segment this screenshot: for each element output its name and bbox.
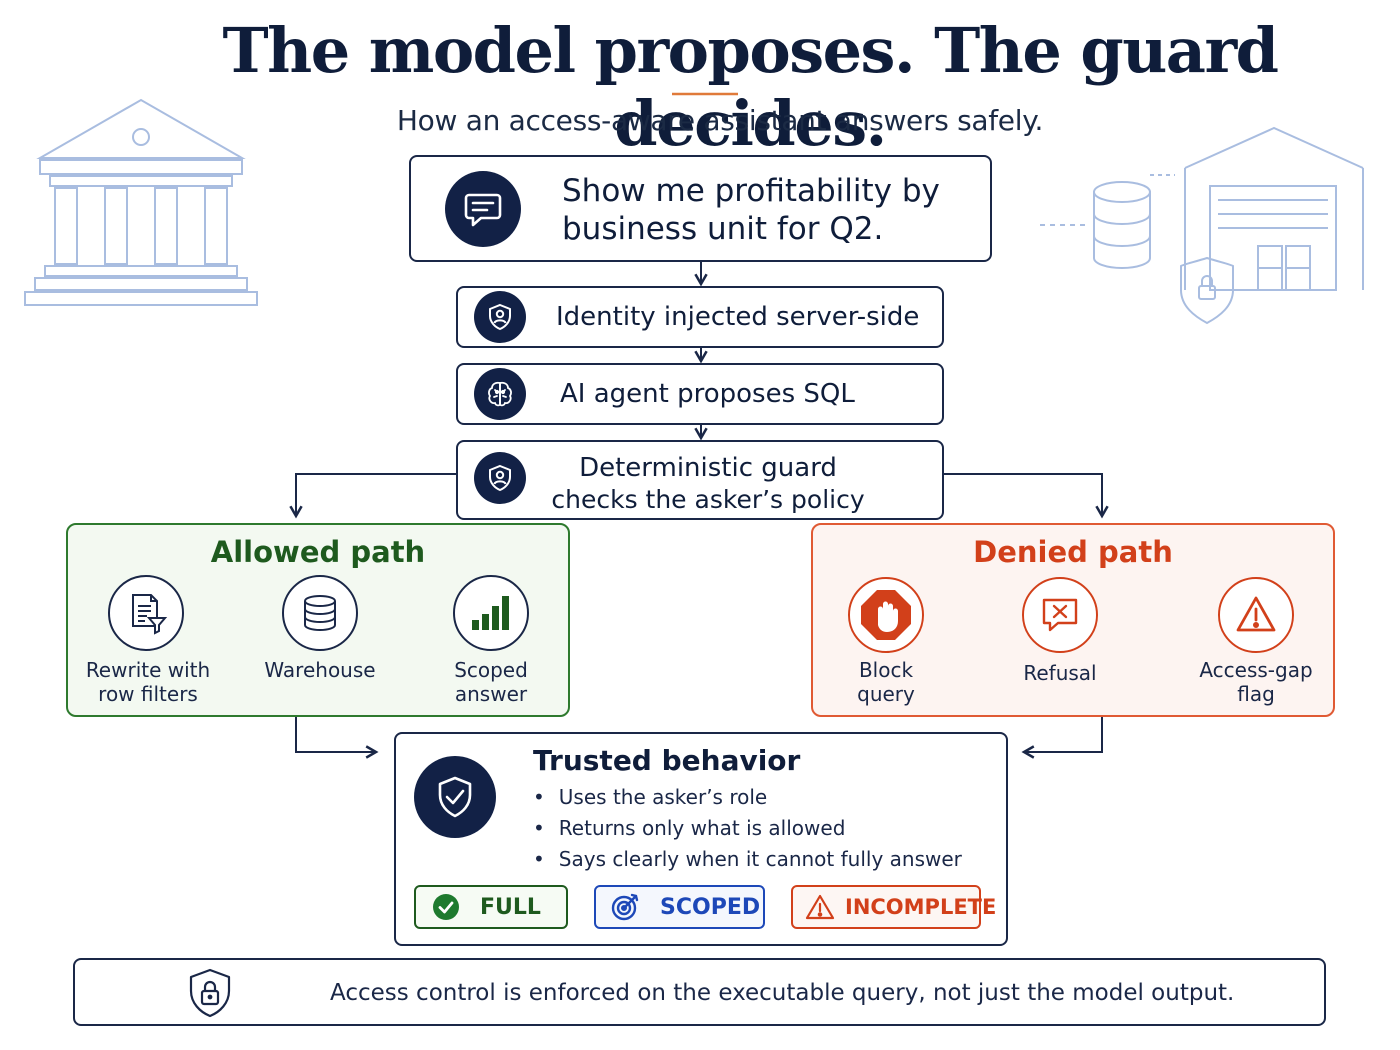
denied-node-3-label: Access-gap flag xyxy=(1182,658,1330,706)
step-identity-box: Identity injected server-side xyxy=(456,286,944,348)
step-guard-box: Deterministic guard checks the asker’s p… xyxy=(456,440,944,520)
footer-box xyxy=(73,958,1326,1026)
allowed-node-2-label: Warehouse xyxy=(246,658,394,682)
shield-check-icon xyxy=(414,756,496,838)
allowed-node-3-line-1: Scoped xyxy=(454,658,528,682)
badge-full: FULL xyxy=(414,885,568,929)
question-text: Show me profitability by business unit f… xyxy=(562,172,940,248)
trusted-behavior-title: Trusted behavior xyxy=(533,744,801,777)
warning-triangle-icon xyxy=(805,893,835,921)
check-circle-icon xyxy=(432,893,460,921)
badge-incomplete-label: INCOMPLETE xyxy=(845,895,997,919)
list-item: Returns only what is allowed xyxy=(533,813,962,844)
document-filter-icon xyxy=(108,575,184,651)
trusted-behavior-list: Uses the asker’s role Returns only what … xyxy=(533,782,962,875)
allowed-node-3-label: Scoped answer xyxy=(417,658,565,706)
allowed-node-1-line-1: Rewrite with xyxy=(85,658,211,682)
allowed-path-panel: Allowed path Rewrite with row filters Wa… xyxy=(66,523,570,717)
allowed-node-1-label: Rewrite with row filters xyxy=(74,658,222,706)
question-line-2: business unit for Q2. xyxy=(562,211,884,247)
connector-allowed-trusted xyxy=(295,717,379,759)
connector-denied-trusted xyxy=(1021,717,1103,759)
question-box xyxy=(409,155,992,262)
denied-node-1-label: Block query xyxy=(812,658,960,706)
denied-node-1-line-2: query xyxy=(857,682,915,706)
bank-building-icon xyxy=(24,98,258,306)
target-icon xyxy=(610,892,640,922)
badge-incomplete: INCOMPLETE xyxy=(791,885,996,929)
denied-node-2-label: Refusal xyxy=(986,661,1134,685)
connector-guard-denied xyxy=(944,473,1109,519)
brain-icon xyxy=(474,368,526,420)
list-item: Uses the asker’s role xyxy=(533,782,962,813)
allowed-node-2-line-1: Warehouse xyxy=(264,658,376,682)
message-x-icon xyxy=(1022,577,1098,653)
database-icon xyxy=(282,575,358,651)
allowed-path-title: Allowed path xyxy=(210,535,426,569)
denied-node-3-line-1: Access-gap xyxy=(1199,658,1313,682)
badge-scoped-label: SCOPED xyxy=(660,894,761,920)
step-identity-label: Identity injected server-side xyxy=(556,302,920,332)
badge-full-label: FULL xyxy=(480,894,541,920)
allowed-node-1-line-2: row filters xyxy=(98,682,198,706)
step-guard-label: Deterministic guard checks the asker’s p… xyxy=(548,452,868,516)
step-guard-line-1: Deterministic guard xyxy=(579,453,837,483)
step-agent-label: AI agent proposes SQL xyxy=(560,379,855,409)
guard-shield-icon xyxy=(474,452,526,504)
chat-bubble-icon xyxy=(445,171,521,247)
badge-scoped: SCOPED xyxy=(594,885,765,929)
denied-path-panel: Denied path Block query Refusal Access-g… xyxy=(811,523,1335,717)
allowed-node-3-line-2: answer xyxy=(454,682,528,706)
bar-chart-icon xyxy=(453,575,529,651)
denied-node-2-line-1: Refusal xyxy=(1023,661,1097,685)
list-item: Says clearly when it cannot fully answer xyxy=(533,844,962,875)
lock-shield-icon xyxy=(185,966,235,1024)
connector-guard-allowed xyxy=(289,473,458,519)
step-agent-box: AI agent proposes SQL xyxy=(456,363,944,425)
warehouse-database-icon xyxy=(1040,126,1364,325)
footer-text: Access control is enforced on the execut… xyxy=(330,980,1235,1006)
page-title: The model proposes. The guard decides. xyxy=(222,14,1279,160)
denied-node-1-line-1: Block xyxy=(858,658,914,682)
denied-path-title: Denied path xyxy=(973,535,1173,569)
denied-node-3-line-2: flag xyxy=(1237,682,1275,706)
user-shield-icon xyxy=(474,291,526,343)
question-line-1: Show me profitability by xyxy=(562,173,940,209)
page-subtitle: How an access-aware assistant answers sa… xyxy=(396,104,1044,137)
step-guard-line-2: checks the asker’s policy xyxy=(551,485,865,514)
warning-icon xyxy=(1218,577,1294,653)
stop-hand-icon xyxy=(848,577,924,653)
